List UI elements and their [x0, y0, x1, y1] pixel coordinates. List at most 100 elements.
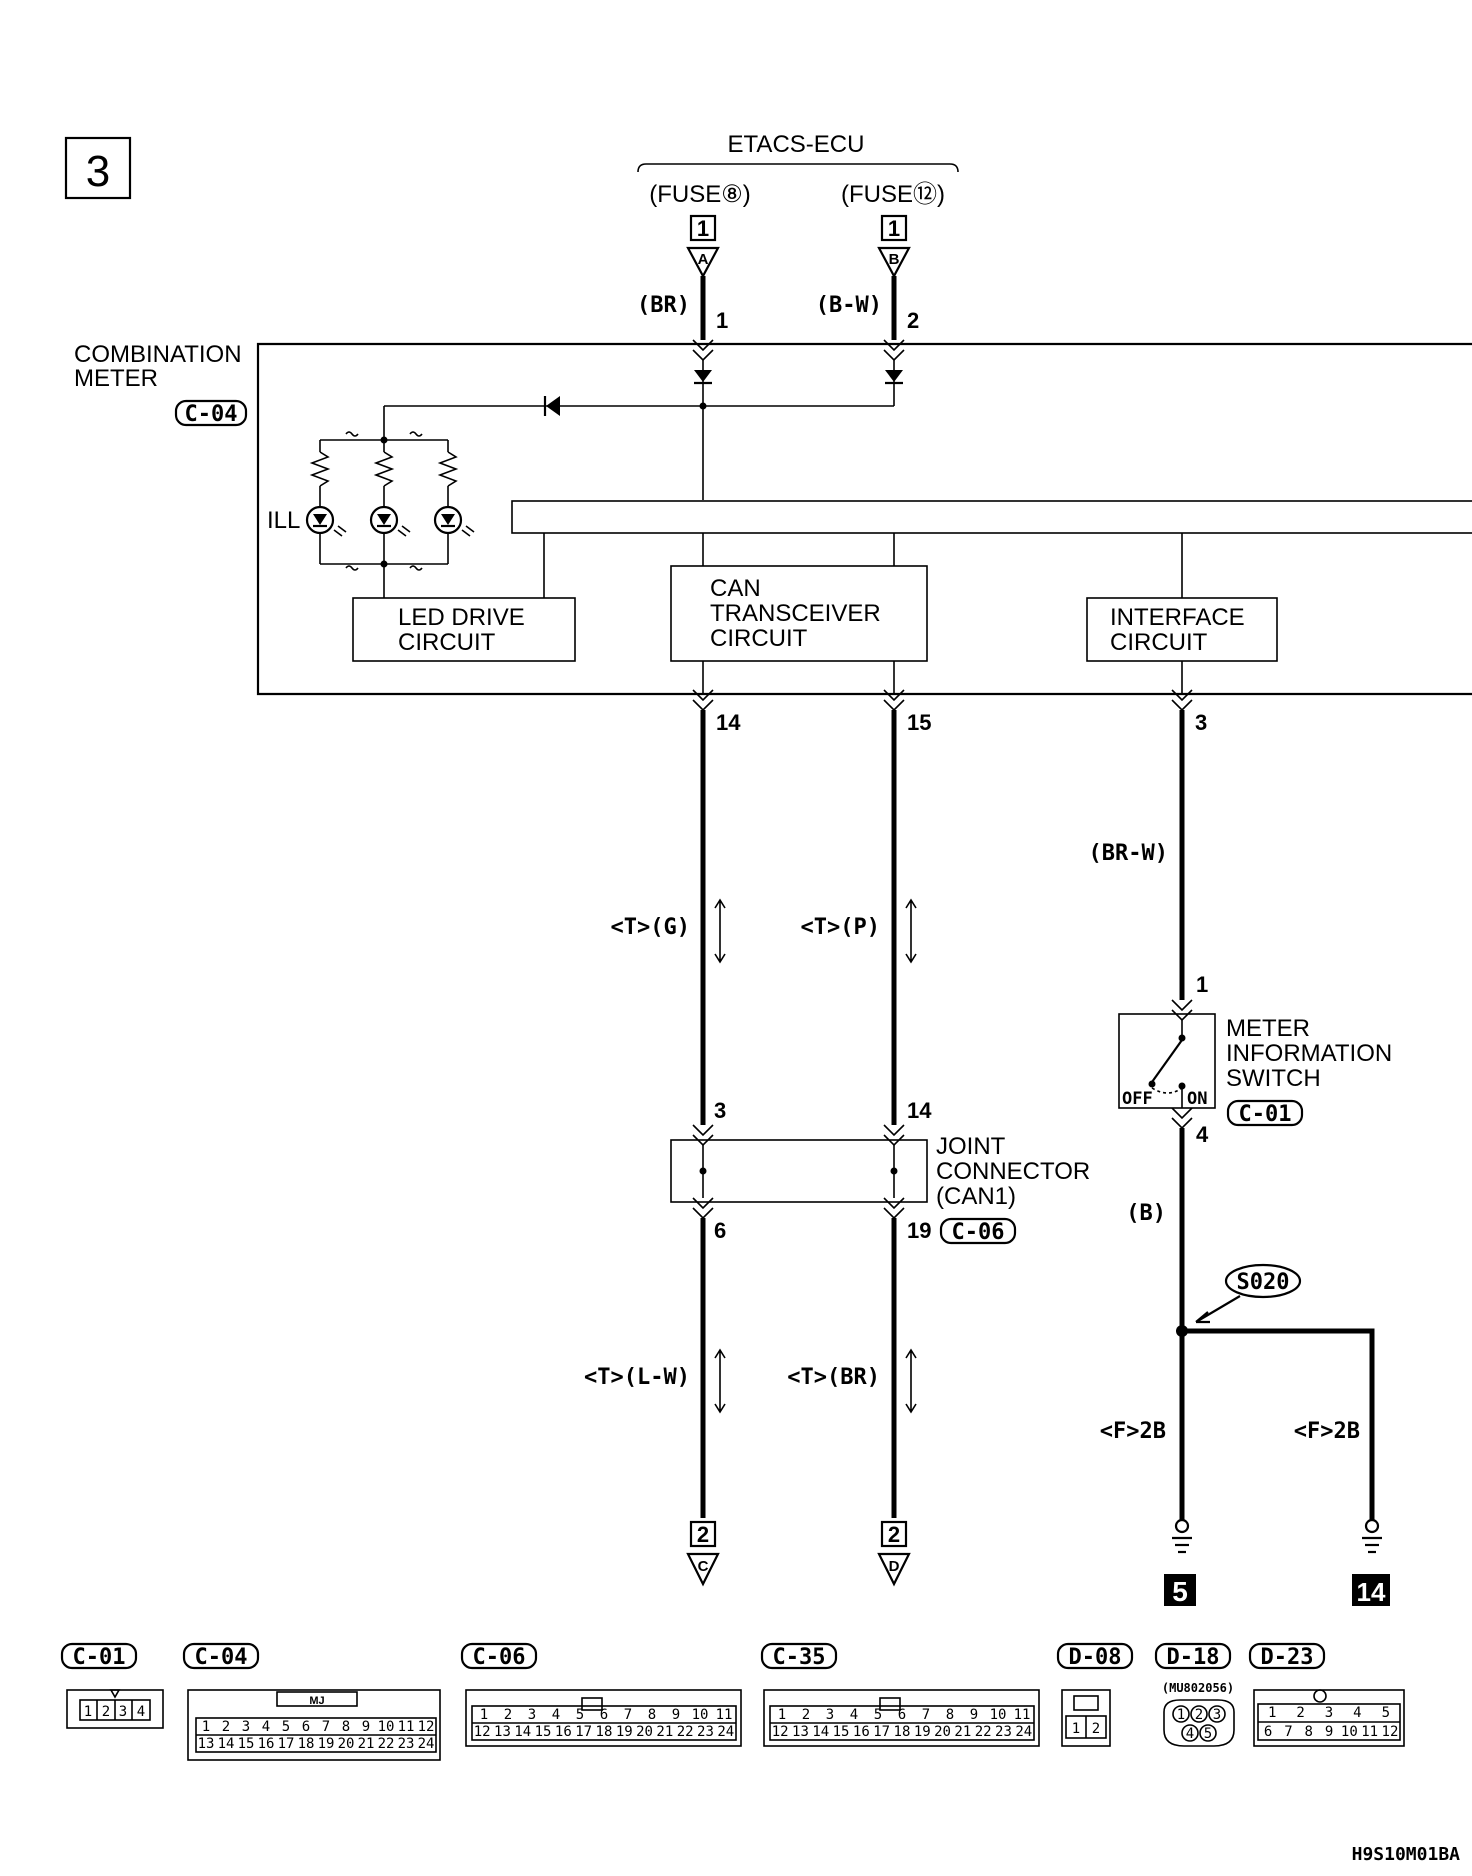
legend-d23: D-23 — [1261, 1645, 1314, 1670]
legend-c35: C-35 — [773, 1645, 826, 1670]
ground-2-wire-label: <F>2B — [1294, 1419, 1360, 1444]
legend-c35-badge — [760, 1642, 838, 1670]
switch-off-label: OFF — [1122, 1089, 1153, 1109]
wire-b-w-label: (B-W) — [816, 293, 882, 318]
legend-c06-badge — [460, 1642, 538, 1670]
splice-badge — [1224, 1263, 1302, 1299]
page-number-box — [64, 136, 132, 200]
interface-label-2: CIRCUIT — [1110, 629, 1208, 656]
switch-on-label: ON — [1187, 1089, 1207, 1109]
pin-3: 3 — [1195, 710, 1207, 735]
meter-title-2: METER — [74, 365, 158, 392]
svg-text:1: 1 — [1177, 1707, 1185, 1723]
led-drive-label-2: CIRCUIT — [398, 629, 496, 656]
ground-badge-2 — [1352, 1574, 1390, 1606]
legend-c04: C-04 — [195, 1645, 248, 1670]
switch-label-2: INFORMATION — [1226, 1040, 1392, 1067]
offpage-a-arrow — [686, 246, 720, 279]
ill-led-network — [305, 406, 475, 598]
twist-arrow-3 — [714, 1348, 726, 1414]
jc-pin-19: 19 — [907, 1218, 931, 1243]
legend-d18: D-18 — [1167, 1645, 1220, 1670]
svg-text:MJ: MJ — [309, 1695, 324, 1707]
interface-label-1: INTERFACE — [1110, 604, 1245, 631]
legend-c04-badge — [182, 1642, 260, 1670]
diode-2 — [885, 370, 903, 382]
offpage-c-box — [689, 1520, 717, 1548]
pin-1: 1 — [716, 308, 728, 333]
fuse-12-label: (FUSE⑫) — [841, 181, 945, 208]
ecu-brace — [637, 163, 959, 173]
legend-d18-badge — [1154, 1642, 1232, 1670]
pin-2: 2 — [907, 308, 919, 333]
d18-face — [1163, 1699, 1235, 1747]
can-label-1: CAN — [710, 575, 761, 602]
twist-arrow-2 — [905, 898, 917, 964]
svg-text:4: 4 — [137, 1704, 145, 1720]
svg-text:3: 3 — [119, 1704, 127, 1720]
d08-face — [1061, 1689, 1111, 1747]
svg-text:1: 1 — [1072, 1721, 1080, 1737]
offpage-c-arrow — [686, 1552, 720, 1587]
joint-connector-box — [670, 1139, 928, 1203]
can-l2-label: <T>(BR) — [787, 1365, 880, 1390]
offpage-d-letter: D — [889, 1558, 900, 1575]
led-drive-circuit-block — [352, 597, 576, 662]
svg-text:2: 2 — [1092, 1721, 1100, 1737]
offpage-d-arrow — [877, 1552, 911, 1587]
offpage-c-number: 2 — [697, 1522, 709, 1547]
offpage-b-number: 1 — [888, 216, 900, 241]
can-l-label: <T>(P) — [801, 915, 880, 940]
legend-d23-badge — [1248, 1642, 1326, 1670]
switch-pin-1: 1 — [1196, 972, 1208, 997]
meter-information-switch — [1118, 1013, 1216, 1109]
offpage-b-box — [880, 214, 908, 242]
ground-badge-1 — [1164, 1574, 1196, 1606]
can-h2-label: <T>(L-W) — [584, 1365, 690, 1390]
c35-face — [763, 1689, 1040, 1747]
joint-connector: C-06 — [952, 1220, 1005, 1245]
twist-arrow-4 — [905, 1348, 917, 1414]
offpage-a-letter: A — [698, 251, 709, 268]
wire-br-label: (BR) — [637, 293, 690, 318]
diode-3 — [546, 396, 560, 416]
switch-connector: C-01 — [1239, 1102, 1292, 1127]
ill-label: ILL — [267, 507, 300, 534]
ground-branch-wire — [1182, 1328, 1375, 1520]
ground-symbol-1 — [1172, 1518, 1192, 1554]
offpage-b-arrow — [877, 246, 911, 279]
svg-text:2: 2 — [1195, 1707, 1203, 1723]
joint-label-2: CONNECTOR — [936, 1158, 1090, 1185]
svg-text:4: 4 — [1186, 1726, 1194, 1742]
svg-text:3: 3 — [1213, 1707, 1221, 1723]
ground-number-1: 5 — [1172, 1576, 1188, 1607]
offpage-b-letter: B — [889, 251, 900, 268]
can-label-3: CIRCUIT — [710, 625, 808, 652]
pin-15: 15 — [907, 710, 931, 735]
twist-arrow-1 — [714, 898, 726, 964]
diode-1 — [694, 370, 712, 382]
joint-label-1: JOINT — [936, 1133, 1006, 1160]
wire-br-w-label: (BR-W) — [1089, 841, 1168, 866]
connector-legend: C-01 C-04 C-06 C-35 D-08 D-18 D-23 (MU80… — [60, 1642, 1405, 1761]
footer-code: H9S10M01BA — [1352, 1844, 1461, 1865]
meter-connector-badge — [174, 399, 248, 427]
pin-14: 14 — [716, 710, 741, 735]
wire-b-label: (B) — [1126, 1201, 1166, 1226]
legend-c01-badge — [60, 1642, 138, 1670]
joint-connector-badge — [939, 1217, 1017, 1245]
ground-1-wire-label: <F>2B — [1100, 1419, 1166, 1444]
jc-pin-3: 3 — [714, 1098, 726, 1123]
ecu-title: ETACS-ECU — [728, 131, 865, 158]
splice-pointer — [1195, 1295, 1241, 1324]
ground-number-2: 14 — [1357, 1577, 1386, 1607]
offpage-a-box — [689, 214, 717, 242]
splice-label: S020 — [1237, 1270, 1290, 1295]
offpage-d-box — [880, 1520, 908, 1548]
can-h-label: <T>(G) — [611, 915, 690, 940]
offpage-a-number: 1 — [697, 216, 709, 241]
